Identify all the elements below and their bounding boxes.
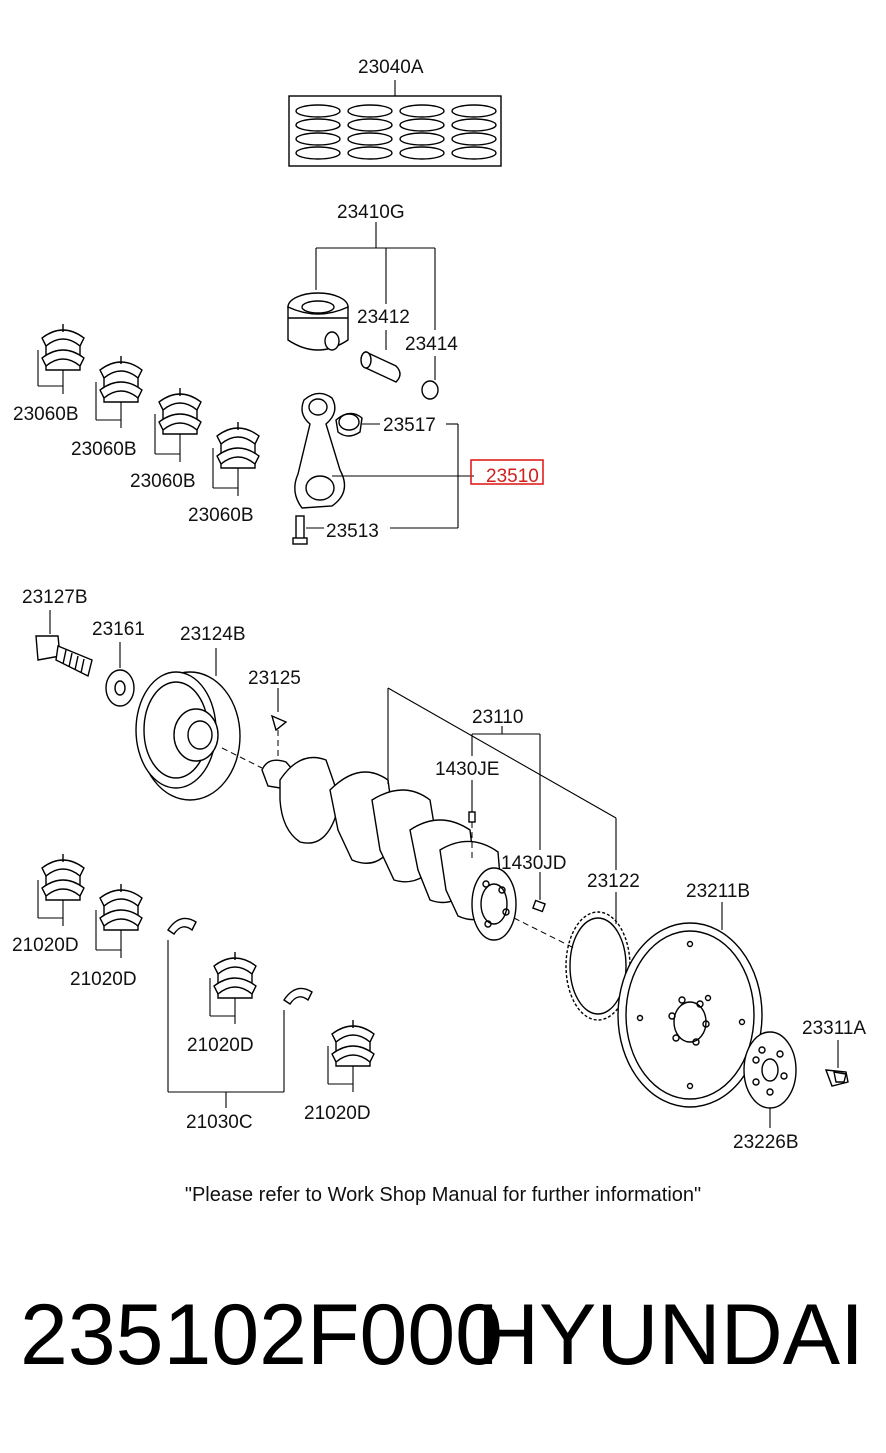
label-1430JD: 1430JD: [501, 853, 567, 874]
label-23125: 23125: [248, 668, 301, 689]
label-23060B-3: 23060B: [130, 471, 196, 492]
label-23161: 23161: [92, 619, 145, 640]
label-21030C: 21030C: [186, 1112, 253, 1133]
label-23517: 23517: [383, 415, 436, 436]
label-23122: 23122: [587, 871, 640, 892]
label-23060B-2: 23060B: [71, 439, 137, 460]
connecting-rod: [292, 392, 474, 545]
label-21020D-4: 21020D: [304, 1103, 371, 1124]
label-23110: 23110: [472, 707, 523, 728]
label-21020D-2: 21020D: [70, 969, 137, 990]
label-21020D-3: 21020D: [187, 1035, 254, 1056]
adapter-plate: [743, 1031, 849, 1128]
brand-name: HYUNDAI: [476, 1287, 864, 1383]
label-23513: 23513: [326, 521, 379, 542]
part-number: 235102F000: [20, 1287, 503, 1383]
main-bearings: [37, 853, 375, 1108]
label-23060B-4: 23060B: [188, 505, 254, 526]
highlight-box: [470, 459, 544, 485]
label-23226B: 23226B: [733, 1132, 799, 1153]
piston-ring-set: [288, 80, 502, 167]
label-23410G: 23410G: [337, 202, 405, 223]
piston-assembly: [287, 222, 439, 400]
label-23060B-1: 23060B: [13, 404, 79, 425]
conrod-bearings: [37, 323, 260, 496]
crank-pulley-group: [35, 610, 288, 801]
label-21020D-1: 21020D: [12, 935, 79, 956]
manual-note: "Please refer to Work Shop Manual for fu…: [184, 1184, 702, 1206]
drive-plate: [617, 902, 763, 1108]
label-23211B: 23211B: [686, 881, 750, 902]
label-1430JE: 1430JE: [435, 759, 499, 780]
label-23311A: 23311A: [802, 1018, 866, 1039]
label-23127B: 23127B: [22, 587, 88, 608]
label-23412: 23412: [357, 307, 410, 328]
crankshaft: [261, 687, 617, 949]
label-23414: 23414: [405, 334, 458, 355]
label-23510: 23510: [486, 466, 539, 487]
label-23124B: 23124B: [180, 624, 246, 645]
label-23040A: 23040A: [358, 57, 424, 78]
